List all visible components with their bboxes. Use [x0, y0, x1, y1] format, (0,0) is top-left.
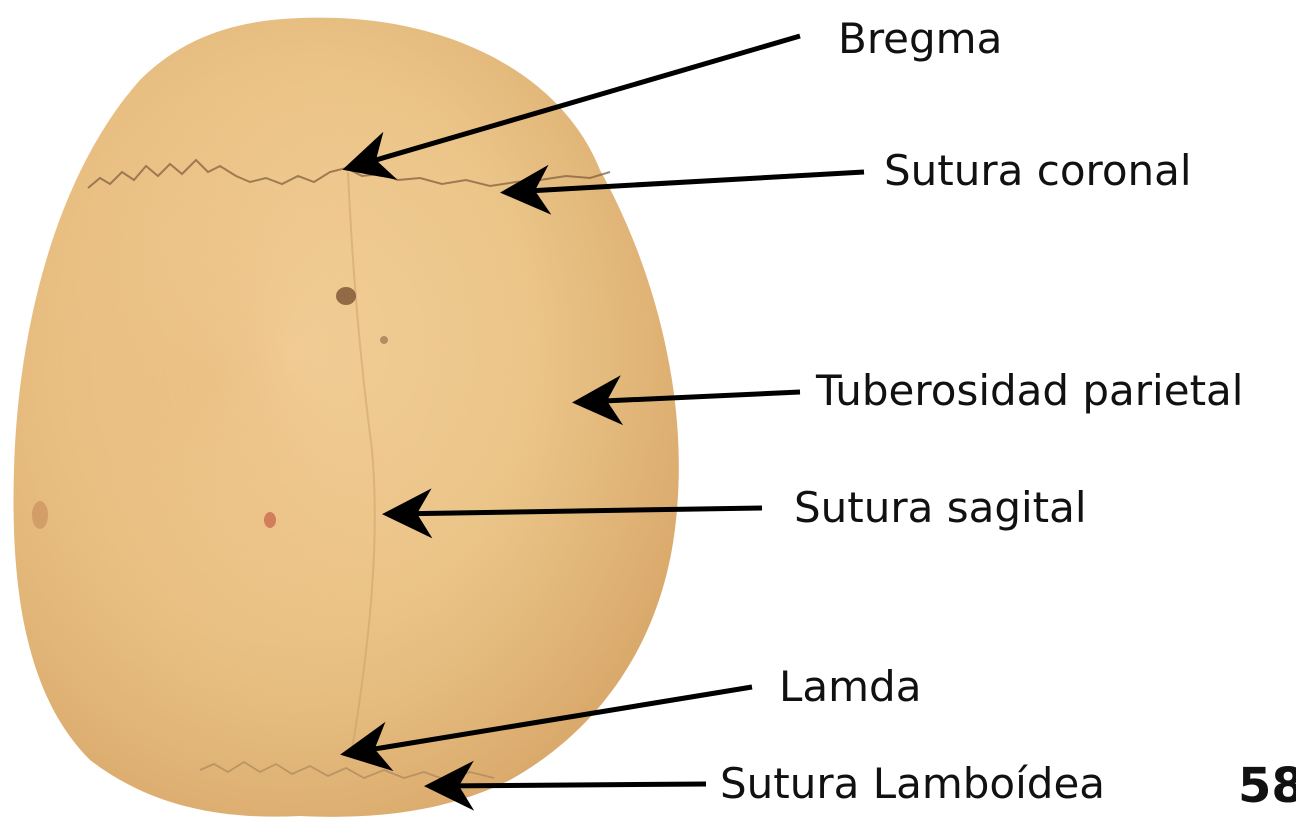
label-lamda: Lamda: [779, 666, 921, 708]
label-tuberosidad-parietal: Tuberosidad parietal: [816, 370, 1243, 412]
label-sutura-lamboidea: Sutura Lamboídea: [720, 763, 1105, 805]
skull-stain: [336, 287, 356, 305]
label-sutura-sagital: Sutura sagital: [794, 487, 1087, 529]
page-number: 58: [1238, 762, 1296, 810]
skull-stain: [380, 336, 388, 344]
skull-stain: [264, 512, 276, 528]
arrow-sutura-lamboidea: [434, 784, 706, 786]
label-bregma: Bregma: [838, 18, 1002, 60]
skull-shading: [14, 18, 679, 817]
label-sutura-coronal: Sutura coronal: [884, 150, 1192, 192]
skull-stain: [32, 501, 48, 529]
